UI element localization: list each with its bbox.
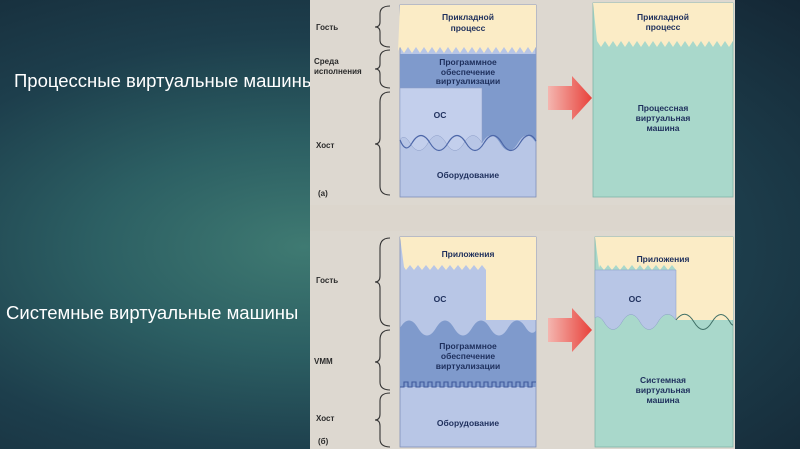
arrow-b-icon xyxy=(548,308,592,352)
system-vm-title-text: Системные виртуальные машины xyxy=(6,302,299,323)
virt-sw-b-2: обеспечение xyxy=(441,351,495,361)
label-vmm-b: VMM xyxy=(314,357,333,366)
virt-sw-a-2: обеспечение xyxy=(441,67,495,77)
os-a: ОС xyxy=(434,110,447,120)
app-process-a-1: Прикладной xyxy=(442,12,494,22)
label-host-a: Хост xyxy=(316,141,334,150)
caption-a: (а) xyxy=(318,189,328,198)
brace-guest-a xyxy=(374,5,391,48)
virt-sw-a-1: Программное xyxy=(439,57,497,67)
virt-sw-block-b xyxy=(400,320,536,387)
os-b: ОС xyxy=(434,294,447,304)
result-app-block-a xyxy=(593,3,733,47)
result-os-block-b xyxy=(594,269,677,330)
result-vm-a-2: виртуальная xyxy=(636,113,691,123)
diagram-panel: Гость Среда исполнения Хост (а) Прикладн… xyxy=(310,0,735,449)
brace-host-a xyxy=(374,91,391,196)
label-runtime-a-2: исполнения xyxy=(314,67,362,76)
diagram-a: Гость Среда исполнения Хост (а) Прикладн… xyxy=(314,2,734,198)
brace-guest-b xyxy=(374,237,391,327)
result-wave-b xyxy=(675,313,734,330)
app-process-block-a xyxy=(398,5,536,53)
process-vm-title: Процессные виртуальные машины xyxy=(14,68,315,94)
result-vm-b-3: машина xyxy=(646,395,679,405)
label-guest-b: Гость xyxy=(316,276,338,285)
brace-group-b xyxy=(374,237,391,448)
result-vm-a-3: машина xyxy=(646,123,679,133)
brace-runtime-a xyxy=(374,49,391,89)
apps-block-b xyxy=(400,237,536,320)
brace-group-a xyxy=(374,5,391,196)
result-vm-b-2: виртуальная xyxy=(636,385,691,395)
brace-host-b xyxy=(374,392,391,448)
os-block-a xyxy=(399,87,483,151)
result-apps-block-b xyxy=(595,237,733,320)
diagram-svg: Гость Среда исполнения Хост (а) Прикладн… xyxy=(310,2,735,448)
result-os-b: ОС xyxy=(629,294,642,304)
result-app-a-1: Прикладной xyxy=(637,12,689,22)
arrow-a-icon xyxy=(548,76,592,120)
virt-sw-b-1: Программное xyxy=(439,341,497,351)
brace-vmm-b xyxy=(374,329,391,391)
caption-b: (б) xyxy=(318,437,329,446)
virt-sw-a-3: виртуализации xyxy=(436,76,500,86)
teeth-line-b xyxy=(400,381,536,388)
result-apps-b: Приложения xyxy=(637,254,690,264)
app-process-a-2: процесс xyxy=(451,23,486,33)
process-vm-title-text: Процессные виртуальные машины xyxy=(14,70,316,91)
virt-sw-block-a xyxy=(400,54,536,151)
label-host-b: Хост xyxy=(316,414,334,423)
result-vm-b-1: Системная xyxy=(640,375,686,385)
apps-b: Приложения xyxy=(442,249,495,259)
diagram-b: Гость VMM Хост (б) Приложения ОС Програм… xyxy=(314,236,734,448)
result-vm-a-1: Процессная xyxy=(638,103,689,113)
virt-sw-b-3: виртуализации xyxy=(436,361,500,371)
wave-line-a xyxy=(399,134,537,152)
separator xyxy=(310,205,735,231)
result-app-a-2: процесс xyxy=(646,22,681,32)
hardware-a: Оборудование xyxy=(437,170,499,180)
label-runtime-a-1: Среда xyxy=(314,57,339,66)
label-guest-a: Гость xyxy=(316,23,338,32)
hardware-b: Оборудование xyxy=(437,418,499,428)
system-vm-title: Системные виртуальные машины xyxy=(6,300,298,326)
